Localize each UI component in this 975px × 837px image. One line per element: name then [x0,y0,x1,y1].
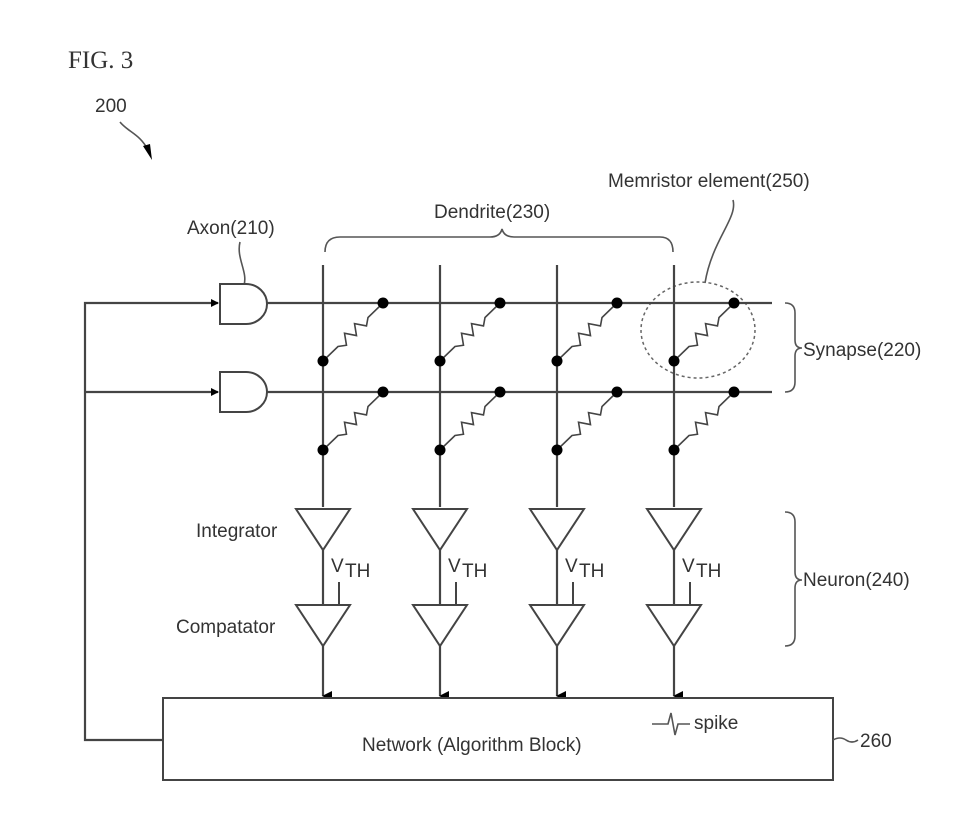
spike-label: spike [694,713,738,734]
vth-label: V [331,556,344,577]
axon-label: Axon(210) [187,218,275,239]
integrator-amplifier-icon [411,508,469,552]
axon-gate-2 [219,371,268,413]
vth-label: V [448,556,461,577]
junction-dot [317,355,329,367]
junction-dot [317,444,329,456]
vth-subscript: TH [345,561,370,582]
junction-dot [611,297,623,309]
junction-dot [377,386,389,398]
spike-waveform-icon [652,712,690,736]
network-ref-leader [832,737,859,743]
memristor-resistor-icon [673,302,735,362]
feedback-wire-row-1 [83,299,219,742]
comparator-amplifier-icon [294,604,352,648]
junction-dot [728,386,740,398]
memristor-resistor-icon [556,391,618,451]
junction-dot [494,386,506,398]
memristor-leader [704,199,735,284]
integrator-amplifier-icon [645,508,703,552]
network-ref-label: 260 [860,731,892,752]
memristor-resistor-icon [673,391,735,451]
junction-dot [434,355,446,367]
network-label: Network (Algorithm Block) [362,735,582,756]
integrator-amplifier-icon [294,508,352,552]
memristor-label: Memristor element(250) [608,171,810,192]
junction-dot [494,297,506,309]
synapse-label: Synapse(220) [803,340,921,361]
reference-arrow-head [143,144,152,160]
vth-label: V [565,556,578,577]
comparator-amplifier-icon [528,604,586,648]
axon-leader [238,241,246,286]
figure-reference: 200 [95,96,127,117]
figure-title: FIG. 3 [68,47,133,74]
memristor-resistor-icon [322,391,384,451]
junction-dot [551,444,563,456]
memristor-highlight-circle [640,281,756,379]
network-algorithm-block [162,697,834,781]
vth-subscript: TH [696,561,721,582]
junction-dot [434,444,446,456]
vth-subscript: TH [579,561,604,582]
memristor-resistor-icon [556,302,618,362]
neuron-brace [784,511,803,647]
dendrite-brace [324,228,674,253]
memristor-resistor-icon [439,391,501,451]
integrator-amplifier-icon [528,508,586,552]
comparator-amplifier-icon [645,604,703,648]
dendrite-label: Dendrite(230) [434,202,550,223]
vth-subscript: TH [462,561,487,582]
junction-dot [551,355,563,367]
junction-dot [377,297,389,309]
memristor-resistor-icon [439,302,501,362]
vth-label: V [682,556,695,577]
integrator-label: Integrator [196,521,278,542]
junction-dot [668,444,680,456]
junction-dot [728,297,740,309]
memristor-resistor-icon [322,302,384,362]
comparator-label: Compatator [176,617,276,638]
junction-dot [611,386,623,398]
synapse-brace [784,302,803,393]
neuron-label: Neuron(240) [803,570,910,591]
junction-dot [668,355,680,367]
axon-gate-1 [219,283,268,325]
comparator-amplifier-icon [411,604,469,648]
